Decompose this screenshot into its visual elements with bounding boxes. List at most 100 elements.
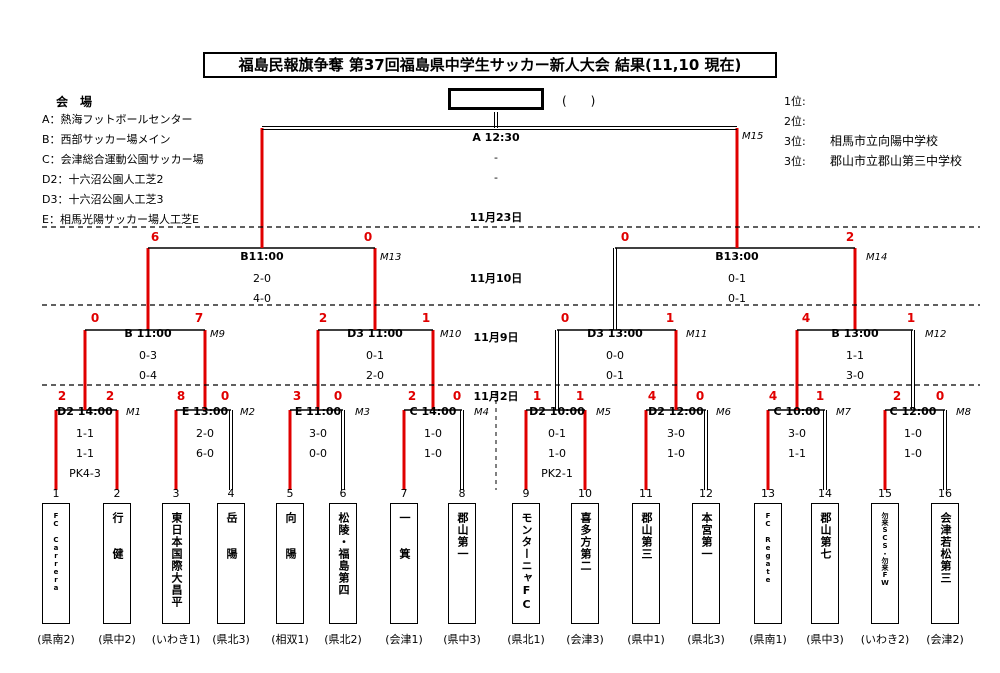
match-venue-time: B13:00 [715, 250, 759, 263]
score-right: 1 [421, 311, 431, 325]
match-id: M4 [474, 407, 489, 418]
score-right: 1 [906, 311, 916, 325]
team-name: 郡山第三 [640, 512, 653, 560]
venue-e: E：相馬光陽サッカー場人工芝E [42, 213, 199, 226]
team-box: 郡山第一 [448, 503, 476, 624]
team-number: 8 [458, 487, 466, 500]
match-venue-time: B11:00 [240, 250, 284, 263]
team-name: 行 健 [111, 512, 124, 560]
team-prefecture: (会津2) [926, 633, 964, 646]
team-prefecture: (県北1) [507, 633, 545, 646]
team-prefecture: (県中2) [98, 633, 136, 646]
match-score-line: 1-0 [667, 447, 685, 460]
team-prefecture: (県北3) [212, 633, 250, 646]
match-venue-time: D3 13:00 [587, 327, 643, 340]
match-score-line: 1-0 [904, 427, 922, 440]
score-left: 0 [90, 311, 100, 325]
score-right: 2 [105, 389, 115, 403]
team-name: 郡山第七 [819, 512, 832, 560]
team-number: 15 [878, 487, 892, 500]
match-score-line: 1-1 [76, 427, 94, 440]
match-score-line: 2-0 [366, 369, 384, 382]
team-number: 4 [227, 487, 235, 500]
match-score-line: 0-4 [139, 369, 157, 382]
team-number: 14 [818, 487, 832, 500]
match-score-line: 1-1 [76, 447, 94, 460]
team-prefecture: (県中1) [627, 633, 665, 646]
team-name: 東日本国際大昌平 [170, 512, 183, 608]
match-id: M1 [126, 407, 141, 418]
team-prefecture: (会津1) [385, 633, 423, 646]
team-box: 一 箕 [390, 503, 418, 624]
match-id: M11 [686, 329, 708, 340]
score-left: 2 [407, 389, 417, 403]
score-right: 7 [194, 311, 204, 325]
venue-c: C：会津総合運動公園サッカー場 [42, 153, 204, 166]
score-left: 4 [647, 389, 657, 403]
team-name: 本宮第一 [700, 512, 713, 560]
venue-b: B：西部サッカー場メイン [42, 133, 171, 146]
team-prefecture: (いわき2) [860, 633, 910, 646]
rank-1-label: 1位: [784, 95, 806, 108]
match-score-line: 1-0 [904, 447, 922, 460]
score-right: 0 [363, 230, 373, 244]
match-score-line: PK4-3 [69, 467, 101, 480]
match-id: M8 [956, 407, 971, 418]
match-id: M10 [440, 329, 462, 340]
match-venue-time: D3 11:00 [347, 327, 403, 340]
date-label: 11月10日 [469, 272, 523, 285]
match-venue-time: C 12:00 [889, 405, 937, 418]
page-title: 福島民報旗争奪 第37回福島県中学生サッカー新人大会 結果(11,10 現在) [203, 52, 777, 78]
score-right: 1 [575, 389, 585, 403]
match-id: M7 [836, 407, 851, 418]
team-prefecture: (いわき1) [151, 633, 201, 646]
match-score-line: 0-0 [309, 447, 327, 460]
match-venue-time: C 14:00 [409, 405, 457, 418]
match-score-line: 0-0 [606, 349, 624, 362]
match-venue-time: B 13:00 [831, 327, 879, 340]
score-right: 0 [695, 389, 705, 403]
final-venue-time: A 12:30 [472, 131, 520, 144]
team-box: FC Carrera [42, 503, 70, 624]
rank-2-label: 2位: [784, 115, 806, 128]
team-number: 9 [522, 487, 530, 500]
team-prefecture: (県北3) [687, 633, 725, 646]
team-box: 向 陽 [276, 503, 304, 624]
team-box: モンターニャFC [512, 503, 540, 624]
team-name: 一 箕 [398, 512, 411, 560]
match-venue-time: B 11:00 [124, 327, 172, 340]
score-left: 8 [176, 389, 186, 403]
match-venue-time: D2 14:00 [57, 405, 113, 418]
match-venue-time: E 11:00 [294, 405, 342, 418]
team-prefecture: (県中3) [806, 633, 844, 646]
team-prefecture: (会津3) [566, 633, 604, 646]
score-right: 0 [333, 389, 343, 403]
match-id: M12 [925, 329, 947, 340]
team-prefecture: (県南2) [37, 633, 75, 646]
rank-3b-team: 郡山市立郡山第三中学校 [830, 154, 963, 168]
team-box: 行 健 [103, 503, 131, 624]
score-right: 0 [935, 389, 945, 403]
score-right: 0 [452, 389, 462, 403]
match-id: M14 [866, 252, 888, 263]
team-number: 16 [938, 487, 952, 500]
venue-d3: D3：十六沼公園人工芝3 [42, 193, 164, 206]
match-id: M5 [596, 407, 611, 418]
team-box: 郡山第三 [632, 503, 660, 624]
match-venue-time: D2 12:00 [648, 405, 704, 418]
team-prefecture: (相双1) [271, 633, 309, 646]
match-id: M2 [240, 407, 255, 418]
team-prefecture: (県北2) [324, 633, 362, 646]
match-score-line: 0-1 [728, 272, 746, 285]
match-score-line: 2-0 [253, 272, 271, 285]
match-score-line: 1-1 [788, 447, 806, 460]
team-prefecture: (県中3) [443, 633, 481, 646]
score-left: 6 [150, 230, 160, 244]
date-label: 11月23日 [469, 211, 523, 224]
champion-box [448, 88, 544, 110]
match-venue-time: D2 10:00 [529, 405, 585, 418]
team-number: 10 [578, 487, 592, 500]
team-name: 岳 陽 [225, 512, 238, 560]
final-score-line: - [494, 171, 498, 184]
date-label: 11月2日 [473, 390, 519, 403]
